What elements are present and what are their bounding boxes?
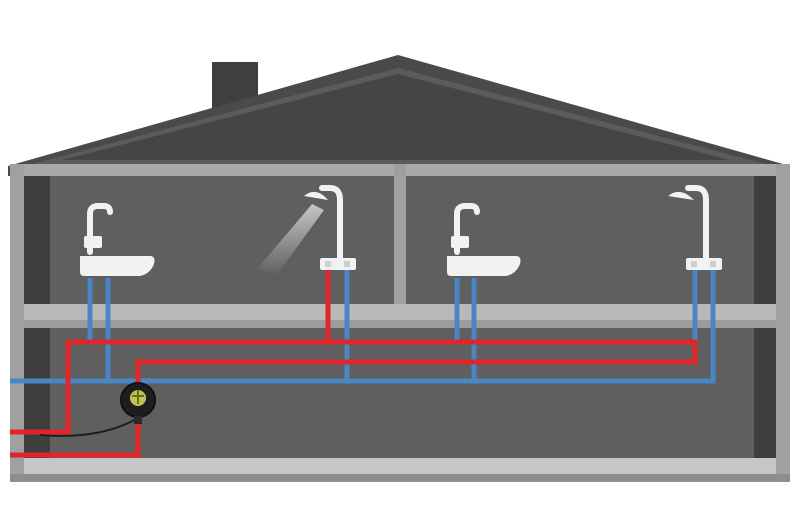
ground-floor xyxy=(24,458,776,474)
basement-room xyxy=(50,328,754,458)
sink-right-icon xyxy=(447,203,521,276)
ground-slab xyxy=(10,474,790,482)
shower-right-icon xyxy=(668,185,722,270)
left-outer-wall xyxy=(10,164,24,482)
shower-spray xyxy=(258,204,324,276)
roof-eave xyxy=(62,74,730,160)
right-wall-shadow xyxy=(754,176,776,304)
pump-cable xyxy=(39,417,139,437)
hot-supply-upper xyxy=(10,339,698,458)
sink-left-icon xyxy=(80,203,155,276)
shower-left-icon xyxy=(258,185,356,276)
left-wall-shadow xyxy=(24,176,50,304)
circulation-pump-icon xyxy=(120,382,156,424)
middle-floor-edge xyxy=(24,320,776,328)
cold-main-line xyxy=(10,268,716,384)
hot-water-pipes xyxy=(10,268,698,458)
right-outer-wall xyxy=(776,164,790,482)
basement-right-shadow xyxy=(754,328,776,458)
basement-left-shadow xyxy=(24,328,50,458)
